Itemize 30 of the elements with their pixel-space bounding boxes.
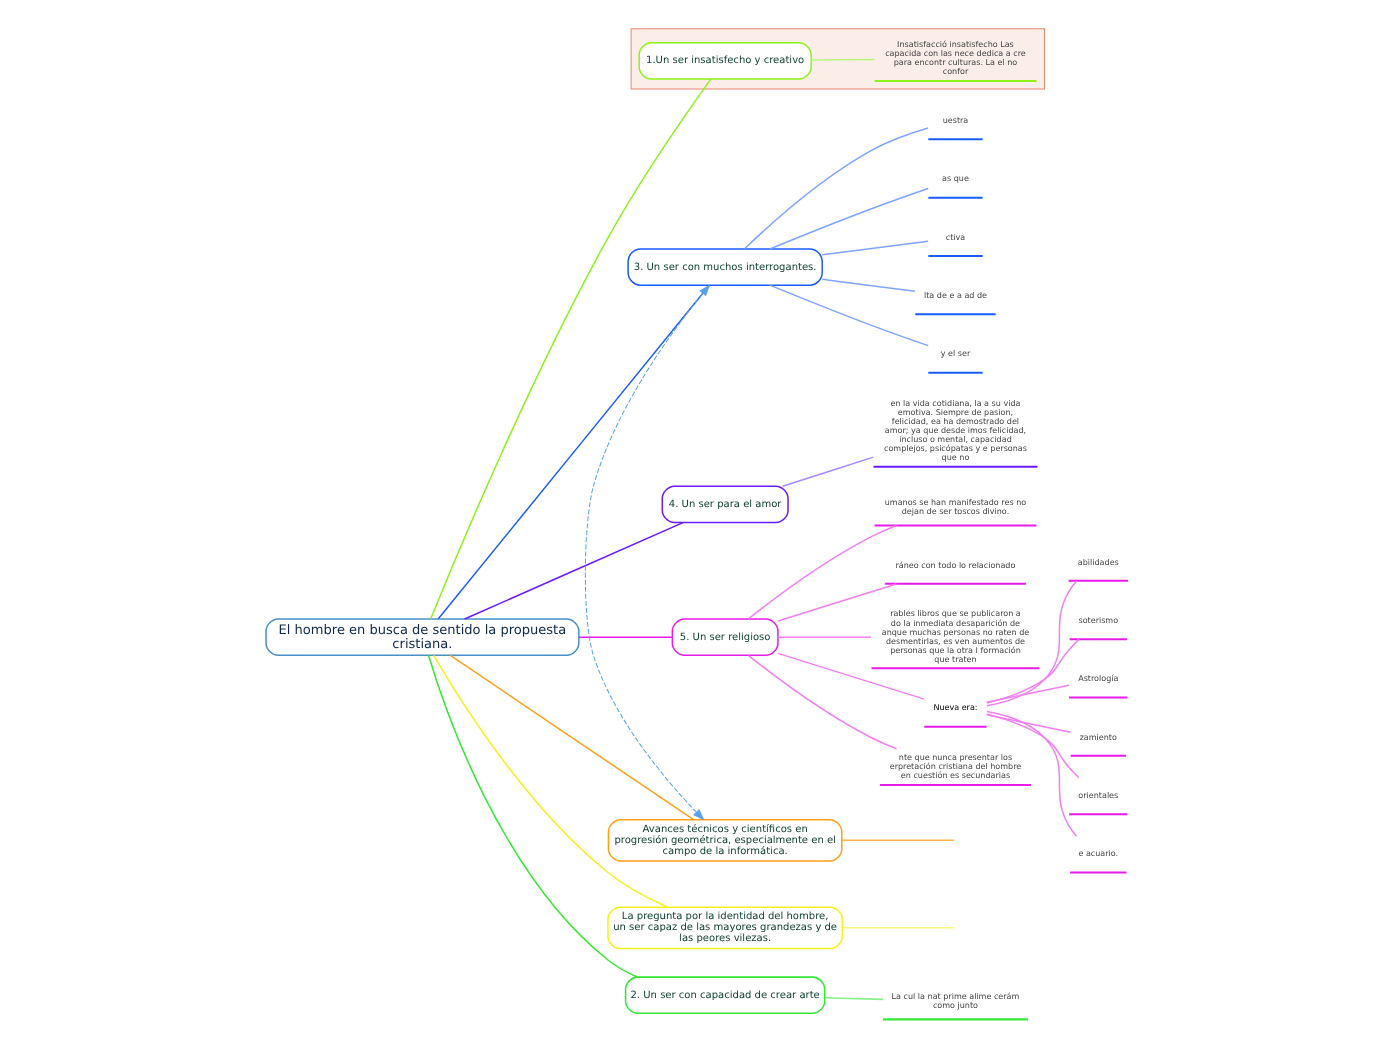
cluster [629, 28, 1044, 90]
connector [809, 58, 875, 61]
arrow [583, 284, 710, 821]
connector [985, 713, 1079, 779]
connector [776, 636, 871, 638]
connector [820, 278, 915, 292]
connector [746, 654, 897, 750]
connector [985, 638, 1079, 704]
connector [823, 997, 883, 1001]
connector [985, 710, 1077, 837]
connector [985, 580, 1077, 707]
connector [577, 636, 673, 638]
connector [776, 652, 924, 700]
connector [776, 583, 897, 622]
connector [820, 240, 928, 256]
connector [780, 456, 874, 488]
connector [436, 284, 709, 620]
connector [462, 521, 683, 620]
connector [743, 127, 928, 250]
connector [840, 839, 955, 842]
connector [429, 78, 711, 620]
connector [984, 714, 1071, 733]
connector [840, 927, 955, 929]
connector [746, 524, 897, 620]
connector [768, 284, 928, 347]
connector [448, 654, 694, 821]
connector [426, 654, 638, 978]
connector [768, 187, 928, 250]
connector [431, 654, 668, 908]
connector [984, 684, 1069, 704]
